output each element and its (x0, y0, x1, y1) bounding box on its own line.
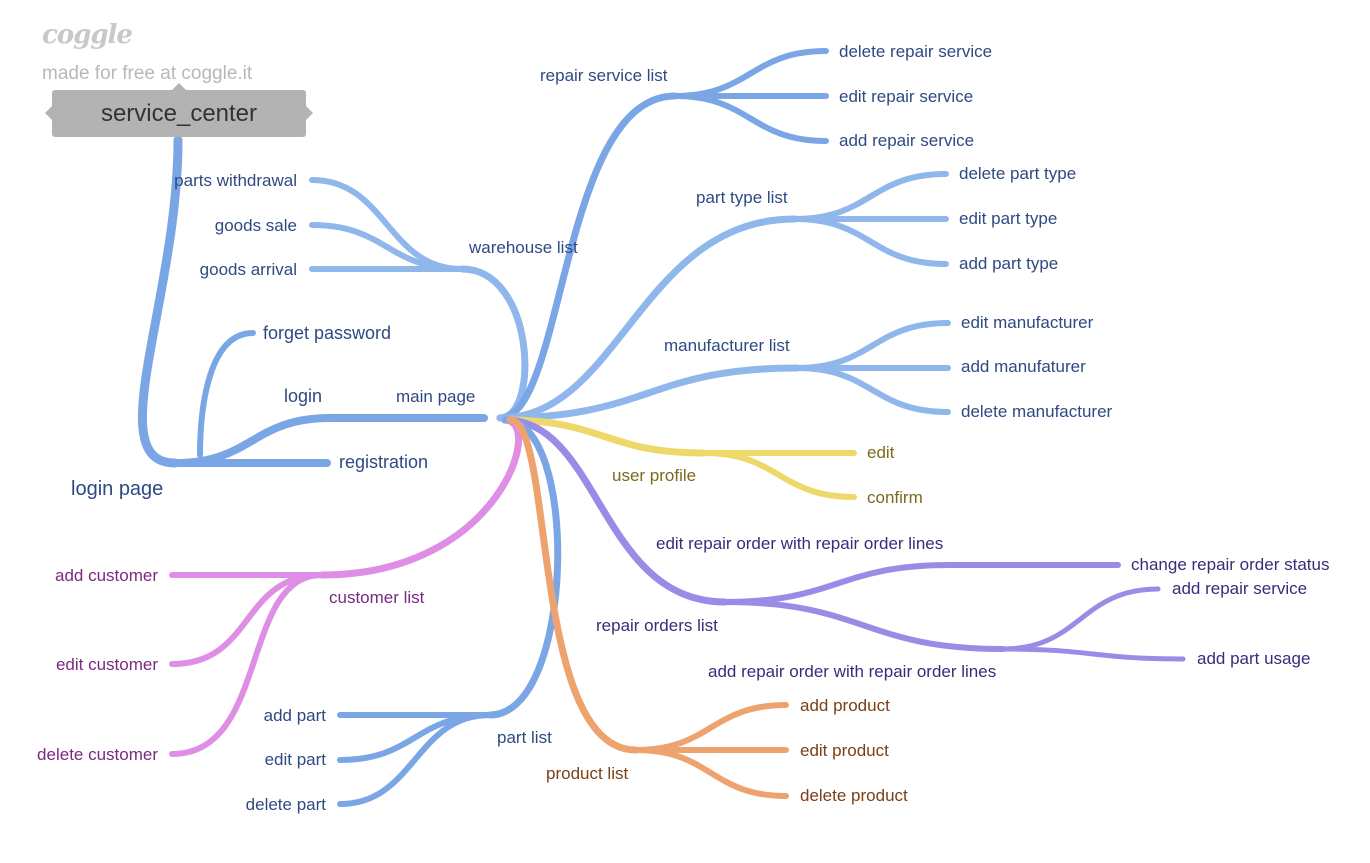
node-part-list[interactable]: part list (497, 728, 552, 747)
node-edit-product[interactable]: edit product (800, 741, 889, 760)
node-part-type-list[interactable]: part type list (696, 188, 788, 207)
node-add-part[interactable]: add part (264, 706, 327, 725)
node-delete-customer[interactable]: delete customer (37, 745, 158, 764)
node-repair-service-list[interactable]: repair service list (540, 66, 668, 85)
node-delete-part[interactable]: delete part (246, 795, 327, 814)
branch-part-type-to-delete (792, 171, 949, 222)
branch-add-order-to-add-part-usage (1000, 646, 1186, 662)
node-product-list[interactable]: product list (546, 764, 628, 783)
node-forget-password[interactable]: forget password (263, 323, 391, 343)
node-delete-manufacturer[interactable]: delete manufacturer (961, 402, 1113, 421)
node-customer-list[interactable]: customer list (329, 588, 425, 607)
node-edit-repair-order[interactable]: edit repair order with repair order line… (656, 534, 943, 553)
branch-main-to-part-list (486, 416, 562, 719)
branch-repair-orders-to-add-order (722, 599, 1006, 652)
branch-customer-list-to-edit (169, 572, 325, 667)
branch-main-to-repair-service (496, 92, 679, 422)
branch-root-to-login-page (137, 135, 183, 468)
branch-manufacturer-to-edit (794, 320, 951, 371)
branch-main-to-user-profile (501, 416, 708, 457)
collapse-arrow-up-icon (172, 76, 186, 90)
node-ro-add-repair-service[interactable]: add repair service (1172, 579, 1307, 598)
node-confirm[interactable]: confirm (867, 488, 923, 507)
branch-repair-orders-to-edit-order (722, 562, 953, 605)
node-add-customer[interactable]: add customer (55, 566, 158, 585)
node-edit-part-type[interactable]: edit part type (959, 209, 1057, 228)
branch-add-order-to-add-repair-service (1000, 586, 1161, 652)
branch-part-list-to-edit (337, 712, 493, 763)
branch-repair-service-to-delete (672, 48, 829, 99)
root-node[interactable]: service_center (45, 83, 313, 137)
branch-main-to-part-type (496, 215, 799, 422)
node-login-page[interactable]: login page (71, 478, 163, 500)
node-edit[interactable]: edit (867, 443, 895, 462)
branch-part-list-to-delete (337, 712, 493, 807)
collapse-arrow-right-icon (306, 106, 320, 120)
node-delete-repair-service[interactable]: delete repair service (839, 42, 992, 61)
node-login[interactable]: login (284, 386, 322, 406)
branch-main-to-repair-orders (501, 416, 729, 606)
branch-login-to-forget-password (197, 330, 256, 458)
node-add-part-usage[interactable]: add part usage (1197, 649, 1310, 668)
node-add-part-type[interactable]: add part type (959, 254, 1058, 273)
branch-product-list-to-add (633, 702, 789, 753)
branch-main-to-product-list (506, 416, 640, 754)
root-node-label: service_center (100, 99, 258, 127)
branch-lines (137, 48, 1186, 807)
branch-repair-service-to-add (672, 93, 829, 144)
branch-customer-list-to-delete (169, 572, 325, 757)
node-change-repair-order-status[interactable]: change repair order status (1131, 555, 1329, 574)
branch-product-list-to-delete (633, 747, 789, 799)
node-goods-arrival[interactable]: goods arrival (200, 260, 297, 279)
coggle-logo: coggle (42, 20, 133, 50)
node-edit-repair-service[interactable]: edit repair service (839, 87, 973, 106)
node-delete-part-type[interactable]: delete part type (959, 164, 1076, 183)
node-goods-sale[interactable]: goods sale (215, 216, 297, 235)
node-registration[interactable]: registration (339, 452, 428, 472)
node-edit-customer[interactable]: edit customer (56, 655, 158, 674)
branch-part-type-to-add (792, 216, 949, 267)
node-repair-orders-list[interactable]: repair orders list (596, 616, 718, 635)
node-add-product[interactable]: add product (800, 696, 890, 715)
branch-main-to-manufacturer (496, 364, 801, 422)
node-add-repair-order[interactable]: add repair order with repair order lines (708, 662, 996, 681)
node-main-page[interactable]: main page (396, 387, 475, 406)
watermark-tagline: made for free at coggle.it (42, 63, 253, 84)
node-add-manufaturer[interactable]: add manufaturer (961, 357, 1086, 376)
node-labels: login page login forget password registrati… (37, 42, 1329, 814)
node-edit-manufacturer[interactable]: edit manufacturer (961, 313, 1094, 332)
node-manufacturer-list[interactable]: manufacturer list (664, 336, 790, 355)
node-warehouse-list[interactable]: warehouse list (468, 238, 578, 257)
node-edit-part[interactable]: edit part (265, 750, 327, 769)
branch-warehouse-to-goods-sale (309, 222, 465, 272)
node-delete-product[interactable]: delete product (800, 786, 908, 805)
branch-manufacturer-to-delete (794, 365, 951, 415)
node-user-profile[interactable]: user profile (612, 466, 696, 485)
collapse-arrow-left-icon (38, 106, 52, 120)
node-parts-withdrawal[interactable]: parts withdrawal (174, 171, 297, 190)
branch-user-profile-to-confirm (701, 450, 857, 500)
branch-main-to-customer-list (318, 416, 522, 579)
node-add-repair-service[interactable]: add repair service (839, 131, 974, 150)
